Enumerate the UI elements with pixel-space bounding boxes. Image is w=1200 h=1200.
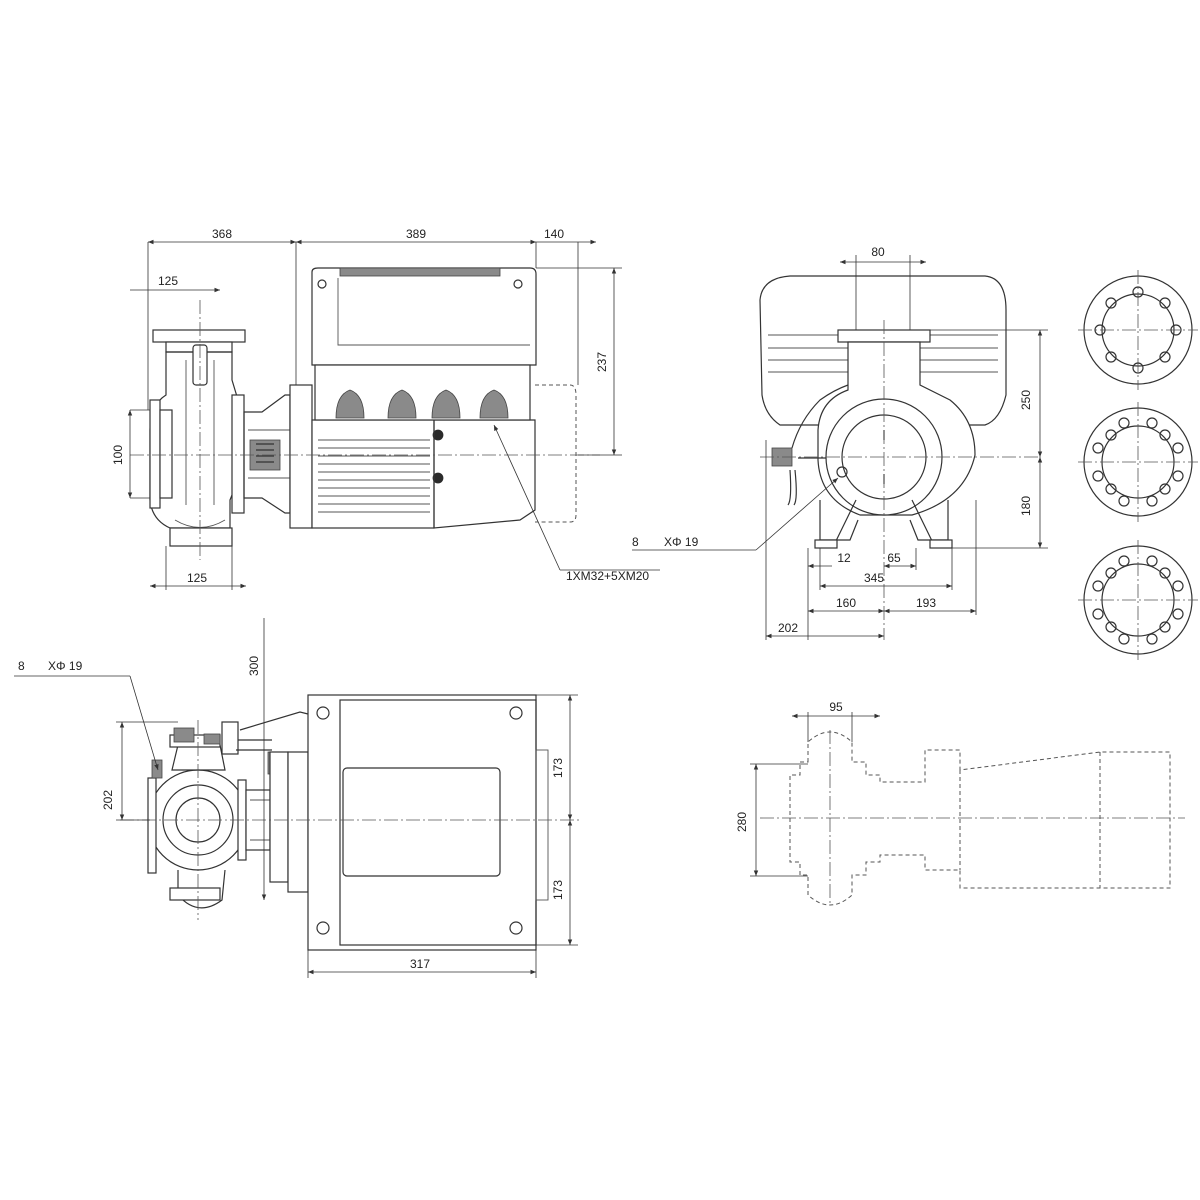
motor-body: [311, 419, 435, 529]
dim-cable-entries: 1XM32+5XM20: [566, 569, 649, 583]
bearing-flange: [231, 394, 245, 514]
dim-inlet-height: 100: [111, 445, 125, 465]
coupling-guard-slots: [256, 443, 274, 463]
dim-top-height: 300: [247, 656, 261, 676]
dim-flange-width: 95: [829, 700, 843, 714]
volute-inner: [185, 360, 215, 505]
corner-screw-icon: [509, 921, 523, 935]
dim-motor-length: 389: [406, 227, 426, 241]
top-bearing: [269, 751, 289, 883]
corner-screw-icon: [316, 921, 330, 935]
corner-screw-icon: [509, 706, 523, 720]
dim-left-to-center: 160: [836, 596, 856, 610]
dim-motor-width: 317: [410, 957, 430, 971]
cable-run: [239, 711, 309, 731]
front-bolt-spec: XΦ 19: [664, 535, 699, 549]
dim-shaft-height: 180: [1019, 496, 1033, 516]
pump-outline: [789, 731, 1171, 906]
dim-outlet-width: 80: [871, 245, 885, 259]
flange-detail-2: [1078, 402, 1198, 522]
dim-terminal-height: 237: [595, 352, 609, 372]
side-view: 368 389 140 125 100 125 237 1XM32+5XM20: [111, 227, 660, 590]
outline-view: 95 280: [735, 700, 1185, 906]
front-leg-braces: [833, 499, 935, 546]
front-foot-right: [929, 539, 953, 549]
side-bolt-upper-icon: [432, 429, 444, 441]
top-pump-flange-left: [147, 777, 157, 874]
side-inlet-neck: [159, 409, 173, 499]
dim-lower-half: 173: [551, 880, 565, 900]
corner-screw-icon: [316, 706, 330, 720]
flange-detail-1: [1078, 270, 1198, 390]
dim-top-flange-offset: 125: [158, 274, 178, 288]
cable-gland-icon: [479, 389, 509, 419]
terminal-box-screw-icon: [513, 279, 523, 289]
dim-pump-width: 202: [101, 790, 115, 810]
sensor-cable: [787, 469, 797, 506]
cable-gland-icon: [431, 389, 461, 419]
dim-pump-length: 368: [212, 227, 232, 241]
motor-flange: [289, 384, 313, 529]
fitting-pipes: [236, 739, 272, 751]
top-bolt-spec: XΦ 19: [48, 659, 83, 673]
top-view: 8 XΦ 19 300 202 173 173 317: [14, 618, 580, 978]
fan-cover-hidden: [535, 384, 577, 523]
dim-foot-span: 345: [864, 571, 884, 585]
top-bolt-count: 8: [18, 659, 25, 673]
dim-motor-end: 140: [544, 227, 564, 241]
front-view: 80 250 180 8 XΦ 19 12 65 345 160 193 202: [632, 245, 1048, 640]
dim-upper-height: 250: [1019, 390, 1033, 410]
dim-foot-inner: 65: [887, 551, 901, 565]
pump-foot: [169, 527, 233, 547]
valve-icon: [173, 727, 195, 743]
front-foot-left: [814, 539, 838, 549]
dim-right-to-center: 193: [916, 596, 936, 610]
side-bolt-lower-icon: [432, 472, 444, 484]
top-motor-flange: [287, 751, 309, 893]
terminal-box: [311, 267, 537, 366]
top-motor-box: [307, 694, 537, 951]
motor-cooling-fins: [318, 439, 430, 513]
connector-icon: [203, 733, 221, 745]
terminal-box-lid: [339, 267, 501, 277]
top-motor-window: [342, 767, 501, 877]
dim-flange-height: 280: [735, 812, 749, 832]
bracket-ribs: [248, 429, 290, 479]
front-bolt-icon: [836, 466, 848, 478]
sensor-hose: [791, 384, 849, 449]
dim-overall-left: 202: [778, 621, 798, 635]
side-inlet-flange: [149, 399, 161, 509]
terminal-box-edge: [337, 278, 530, 346]
cable-gland-icon: [387, 389, 417, 419]
top-motor-tail: [535, 749, 549, 901]
cable-gland-icon: [335, 389, 365, 419]
top-lower-flange: [169, 887, 221, 901]
front-bolt-count: 8: [632, 535, 639, 549]
dim-foot-width: 125: [187, 571, 207, 585]
terminal-box-screw-icon: [317, 279, 327, 289]
flange-detail-3: [1078, 540, 1198, 660]
fitting-block: [221, 721, 239, 755]
sensor-fitting-icon: [151, 759, 163, 779]
dim-foot-offset: 12: [837, 551, 851, 565]
dim-upper-half: 173: [551, 758, 565, 778]
motor-rear: [433, 419, 536, 529]
top-flange: [152, 329, 246, 343]
